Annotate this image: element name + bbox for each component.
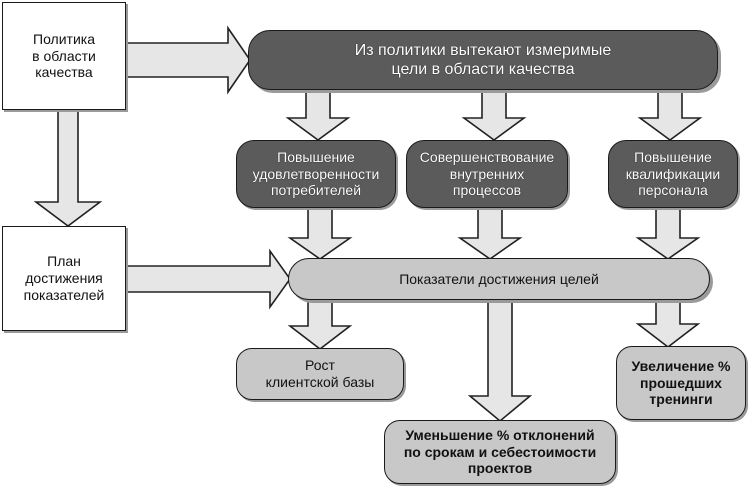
goal-process-improvement: Совершенствование внутренних процессов [406, 140, 568, 208]
arrow-goal-2-to-indicators [457, 207, 523, 260]
goal-staff-qualification: Повышение квалификации персонала [608, 140, 738, 208]
arrow-policy-to-goals [125, 25, 251, 95]
goal-label: Совершенствование внутренних процессов [419, 148, 555, 199]
goal-customer-satisfaction: Повышение удовлетворенности потребителей [236, 140, 396, 208]
goal-label: Повышение удовлетворенности потребителей [252, 148, 380, 199]
arrow-goals-to-goal-1 [285, 89, 351, 141]
measurable-goals-bar: Из политики вытекают измеримые цели в об… [248, 30, 718, 90]
measurable-goals-label: Из политики вытекают измеримые цели в об… [354, 41, 612, 78]
result-label: Рост клиентской базы [265, 357, 375, 390]
arrow-goal-3-to-indicators [635, 207, 701, 260]
plan-box: План достижения показателей [2, 226, 126, 331]
arrow-indicators-to-result-3 [635, 299, 701, 349]
indicators-label: Показатели достижения целей [399, 270, 599, 287]
goal-label: Повышение квалификации персонала [625, 148, 721, 199]
arrow-policy-to-plan [33, 109, 103, 227]
arrow-goal-1-to-indicators [287, 207, 353, 260]
arrow-plan-to-indicators [125, 248, 291, 310]
arrow-goals-to-goal-3 [637, 89, 703, 141]
policy-box: Политика в области качества [2, 2, 126, 110]
result-label: Уменьшение % отклонений по срокам и себе… [403, 426, 597, 477]
arrow-indicators-to-result-2 [467, 299, 533, 423]
plan-label: План достижения показателей [23, 253, 105, 303]
arrow-goals-to-goal-2 [461, 89, 527, 141]
policy-label: Политика в области качества [32, 30, 96, 81]
result-training-increase: Увеличение % прошедших тренинги [616, 346, 746, 420]
result-deviation-reduction: Уменьшение % отклонений по срокам и себе… [384, 420, 616, 484]
indicators-bar: Показатели достижения целей [288, 258, 710, 300]
result-client-base-growth: Рост клиентской базы [236, 348, 404, 400]
result-label: Увеличение % прошедших тренинги [631, 357, 731, 408]
arrow-indicators-to-result-1 [287, 299, 353, 351]
